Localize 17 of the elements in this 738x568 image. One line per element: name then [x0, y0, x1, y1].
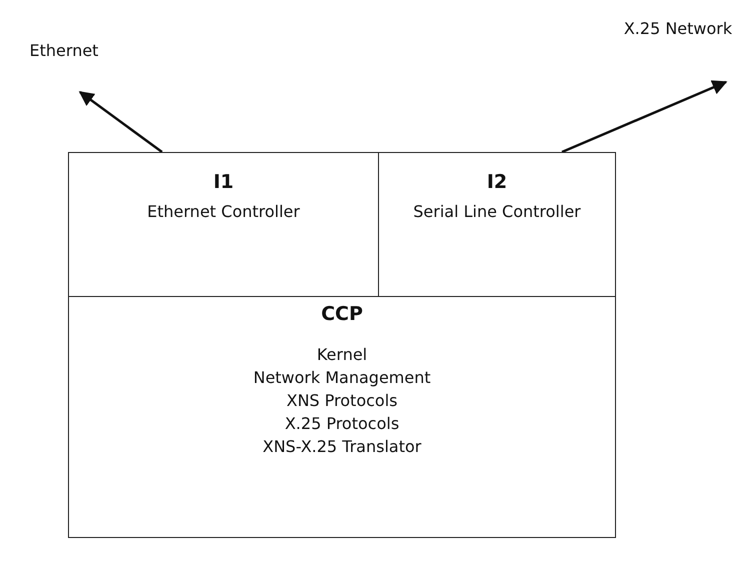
box-text: Kernel: [316, 344, 368, 366]
arrow: [78, 91, 163, 153]
controller-box: [68, 152, 379, 298]
box-text: Network Management: [252, 367, 432, 389]
box-text: X.25 Protocols: [284, 413, 400, 435]
box-heading: I2: [486, 171, 508, 193]
box-text: Ethernet Controller: [146, 201, 301, 223]
arrow: [562, 80, 728, 154]
box-text: XNS-X.25 Translator: [262, 436, 422, 458]
processor-box: [68, 296, 616, 538]
label-text: Ethernet: [28, 40, 100, 62]
label-text: X.25 Network: [622, 18, 734, 40]
controller-box: [378, 152, 616, 298]
box-heading: I1: [212, 171, 235, 193]
box-text: XNS Protocols: [286, 390, 398, 412]
box-heading: CCP: [320, 303, 364, 325]
box-text: Serial Line Controller: [412, 201, 582, 223]
